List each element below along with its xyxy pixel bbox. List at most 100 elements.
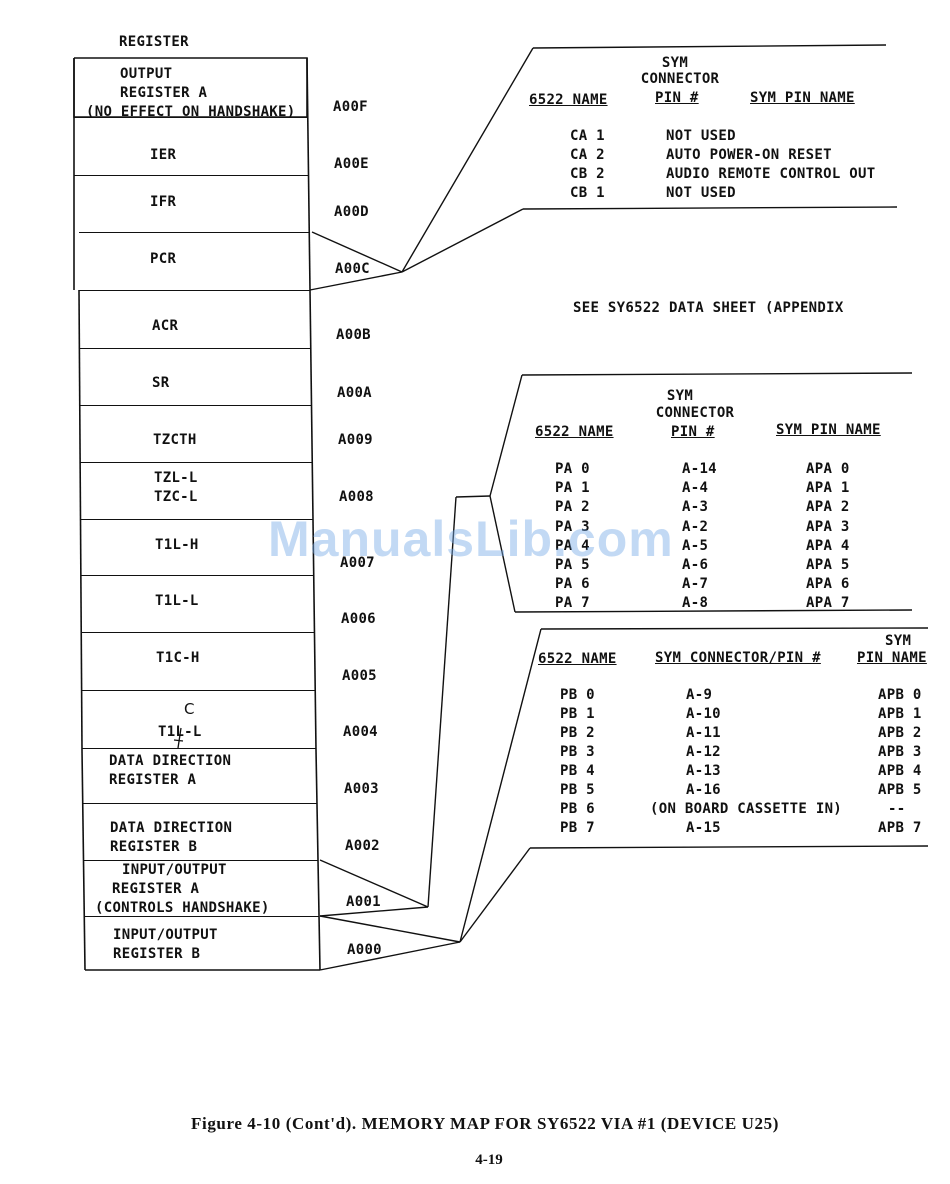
porta-header-connector-2: CONNECTOR — [655, 405, 735, 421]
register-address: A006 — [341, 611, 376, 627]
register-address: A003 — [344, 781, 379, 797]
register-divider — [85, 916, 319, 917]
register-name: INPUT/OUTPUT — [113, 927, 218, 943]
porta-row-name: PA 7 — [555, 595, 590, 612]
portb-row-sym: APB 4 — [878, 763, 922, 779]
register-name: REGISTER A — [112, 881, 200, 897]
portb-row-sym: APB 5 — [878, 782, 922, 798]
portb-row-name: PB 6 — [560, 801, 595, 817]
porta-row-pin: A-3 — [682, 499, 709, 516]
porta-table-top — [521, 372, 913, 376]
register-name: REGISTER A — [109, 772, 197, 788]
portb-header-pin-name-2: PIN NAME — [857, 650, 927, 666]
register-name: DATA DIRECTION — [110, 820, 233, 836]
handwritten-correction-mark — [173, 727, 184, 749]
a001-up — [427, 496, 457, 908]
register-name: OUTPUT — [120, 66, 173, 82]
register-divider — [80, 405, 312, 406]
portb-row-pin: A-12 — [686, 744, 721, 760]
register-column-right-edge-3 — [315, 749, 321, 971]
register-divider — [79, 290, 310, 291]
register-header: REGISTER — [119, 34, 189, 50]
register-address: A002 — [345, 838, 380, 854]
portb-row-pin: (ON BOARD CASSETTE IN) — [650, 801, 843, 817]
portb-row-sym: APB 1 — [878, 706, 922, 722]
portb-row-pin: A-15 — [686, 820, 721, 836]
pcr-row-name: CA 1 — [570, 128, 605, 144]
portb-header-connector: SYM CONNECTOR/PIN # — [655, 650, 821, 666]
porta-table-bottom — [514, 609, 913, 613]
register-name: IFR — [150, 194, 177, 210]
pcr-row-desc: AUDIO REMOTE CONTROL OUT — [666, 166, 876, 182]
a001-step — [455, 495, 491, 498]
pcr-fan-top — [311, 231, 403, 273]
portb-table-top — [540, 627, 929, 630]
register-name: SR — [152, 375, 170, 391]
register-name: ACR — [152, 318, 179, 334]
handwritten-correction-letter: C — [184, 700, 195, 718]
pcr-fan-up — [401, 47, 534, 273]
register-divider — [79, 232, 310, 233]
porta-row-name: PA 4 — [555, 537, 590, 554]
a000-fan-bottom — [319, 941, 461, 971]
porta-row-pin: A-7 — [682, 576, 709, 593]
register-address: A00C — [335, 261, 370, 277]
page-number: 4-19 — [475, 1152, 503, 1168]
register-divider — [83, 803, 317, 804]
pcr-fan-bottom — [309, 271, 403, 291]
pcr-header-sym-pin-name: SYM PIN NAME — [750, 90, 855, 106]
pcr-row-name: CB 2 — [570, 166, 605, 182]
register-divider — [81, 632, 314, 633]
porta-row-name: PA 1 — [555, 480, 590, 497]
register-address: A004 — [343, 724, 378, 740]
register-name: TZCTH — [153, 432, 197, 448]
porta-row-pin: A-2 — [682, 518, 709, 535]
portb-row-sym: APB 7 — [878, 820, 922, 836]
register-address: A00B — [336, 327, 371, 343]
porta-row-name: PA 2 — [555, 499, 590, 516]
register-address: A00E — [334, 156, 369, 172]
portb-row-name: PB 0 — [560, 687, 595, 703]
a001-fan-bottom — [319, 906, 429, 917]
pcr-row-desc: AUTO POWER-ON RESET — [666, 147, 832, 163]
pcr-row-name: CB 1 — [570, 185, 605, 201]
register-column-right-edge-2 — [309, 289, 317, 751]
portb-row-name: PB 5 — [560, 782, 595, 798]
porta-row-name: PA 5 — [555, 557, 590, 573]
portb-row-name: PB 2 — [560, 725, 595, 741]
datasheet-note: SEE SY6522 DATA SHEET (APPENDIX — [573, 300, 844, 316]
register-name: T1L-H — [155, 537, 199, 553]
portb-row-name: PB 3 — [560, 744, 595, 760]
register-divider — [82, 748, 316, 749]
pcr-header-name: 6522 NAME — [529, 92, 608, 108]
pcr-row-desc: NOT USED — [666, 128, 736, 144]
porta-header-sym-pin-name: SYM PIN NAME — [776, 422, 881, 438]
porta-row-pin: A-14 — [682, 461, 717, 477]
porta-row-sym: APA 3 — [806, 518, 850, 535]
register-name: IER — [150, 147, 177, 163]
register-address: A00A — [337, 385, 372, 401]
portb-row-pin: A-10 — [686, 706, 721, 722]
pcr-header-pin: PIN # — [655, 90, 699, 106]
portb-row-sym: APB 3 — [878, 744, 922, 760]
portb-row-sym: -- — [888, 801, 906, 817]
portb-row-sym: APB 2 — [878, 725, 922, 741]
porta-row-pin: A-5 — [682, 537, 709, 554]
porta-row-pin: A-4 — [682, 480, 709, 497]
porta-row-sym: APA 5 — [806, 557, 850, 573]
watermark: ManualsLib.com — [268, 511, 674, 567]
pcr-header-connector-2: CONNECTOR — [640, 71, 720, 87]
register-divider — [74, 175, 308, 176]
register-name: (NO EFFECT ON HANDSHAKE) — [86, 104, 296, 120]
portb-row-pin: A-11 — [686, 725, 721, 741]
register-divider — [80, 348, 311, 349]
register-address: A000 — [347, 942, 382, 958]
register-divider — [74, 117, 307, 118]
register-divider — [84, 860, 318, 861]
register-column-left-edge-2 — [78, 289, 83, 751]
register-address: A005 — [342, 668, 377, 684]
register-name: INPUT/OUTPUT — [122, 862, 227, 878]
register-name: REGISTER B — [110, 839, 198, 855]
porta-row-name: PA 0 — [555, 461, 590, 477]
porta-row-sym: APA 6 — [806, 576, 850, 593]
